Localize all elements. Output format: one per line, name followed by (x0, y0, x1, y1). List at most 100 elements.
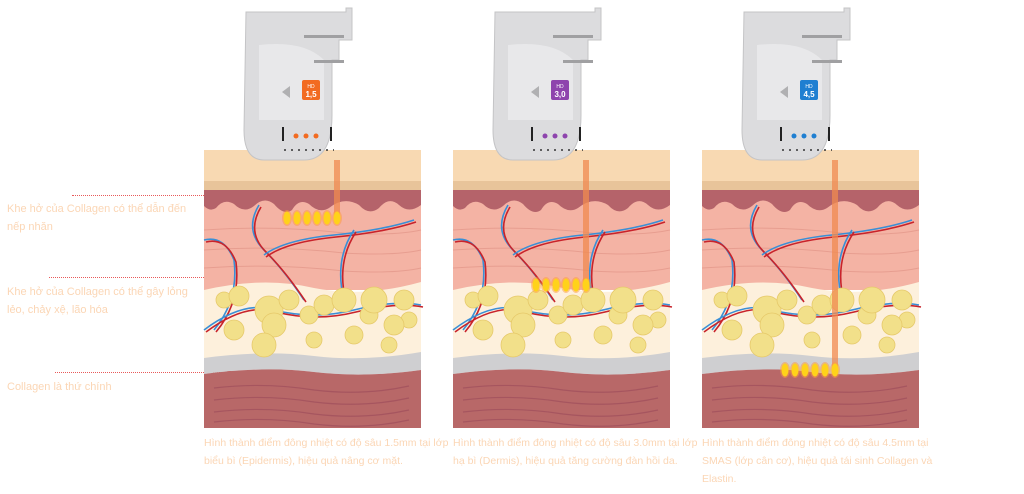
fat-globule (331, 287, 357, 313)
collagen-fibre (203, 227, 422, 235)
ultrasound-beam (334, 160, 340, 218)
collagen-fibre (203, 247, 422, 255)
tick-mark (780, 127, 782, 141)
cartridge-groove (314, 60, 344, 63)
thermal-coagulation-point (532, 278, 540, 292)
fat-globule (593, 325, 613, 345)
depth-badge-value: 1,5 (305, 90, 317, 99)
epidermis-layer (204, 190, 421, 212)
thermal-coagulation-point (582, 278, 590, 292)
depth-badge (302, 80, 320, 100)
artery (265, 221, 417, 258)
fat-globule (878, 336, 896, 354)
fat-globule (642, 289, 664, 311)
cartridge-groove (563, 60, 593, 63)
fat-globule (609, 286, 637, 314)
thermal-coagulation-point (801, 363, 809, 377)
annotation-wrinkles: Khe hở của Collagen có thể dẫn đến nếp n… (7, 203, 187, 233)
fat-globule (278, 289, 300, 311)
indicator-dot (313, 133, 319, 139)
tick-mark (330, 127, 332, 141)
fat-globule (811, 294, 833, 316)
epidermis-layer (702, 190, 919, 212)
fascia-layer (453, 352, 670, 375)
fat-globule (632, 314, 654, 336)
vein (203, 238, 236, 331)
annotation-collagen: Collagen là thứ chính (7, 381, 112, 393)
fascia-layer (702, 352, 919, 375)
fat-globule (500, 332, 526, 358)
tick-mark (828, 127, 830, 141)
artery (751, 206, 805, 303)
fascia-layer (204, 352, 421, 375)
ultrasound-cartridge: HD4,5 (741, 7, 851, 161)
skin-diagram: HD4,5 (701, 7, 922, 428)
thermal-coagulation-point (562, 278, 570, 292)
ultrasound-cartridge: HD1,5 (243, 7, 353, 161)
fat-globule (881, 314, 903, 336)
collagen-fibre (203, 265, 422, 273)
fat-globule (261, 312, 287, 338)
fat-globule (299, 305, 319, 325)
fat-globule (759, 312, 785, 338)
fat-globule (251, 332, 277, 358)
ultrasound-beam (832, 160, 838, 370)
muscle-layer (702, 369, 919, 428)
muscle-fibre (213, 418, 410, 427)
muscle-layer (204, 369, 421, 428)
indicator-dot (791, 133, 797, 139)
fat-globule (380, 336, 398, 354)
thermal-coagulation-point (572, 278, 580, 292)
depth-badge-value: 3,0 (554, 90, 566, 99)
depth-badge (800, 80, 818, 100)
fat-globule (305, 331, 323, 349)
fat-globule (477, 285, 499, 307)
thermal-coagulation-point (303, 211, 311, 225)
panel-caption: Hình thành điểm đông nhiệt có độ sâu 3.0… (453, 437, 698, 467)
indicator-dot (293, 133, 299, 139)
fat-globule (562, 294, 584, 316)
panel-caption: Hình thành điểm đông nhiệt có độ sâu 1.5… (204, 437, 449, 467)
cartridge-groove (553, 35, 593, 38)
fat-globule (554, 331, 572, 349)
fat-globule (313, 294, 335, 316)
tick-mark (282, 127, 284, 141)
fat-globule (223, 319, 245, 341)
fat-globule (548, 305, 568, 325)
fat-globule (797, 305, 817, 325)
thermal-coagulation-point (821, 363, 829, 377)
fat-globule (360, 286, 388, 314)
arrow-icon (282, 86, 290, 98)
indicator-dot (801, 133, 807, 139)
muscle-fibre (462, 384, 659, 393)
thermal-coagulation-point (323, 211, 331, 225)
depth-badge-label: HD (805, 84, 813, 90)
annotation-guide-3 (55, 372, 228, 373)
depth-badge (551, 80, 569, 100)
fat-globule (472, 319, 494, 341)
fat-globule (580, 287, 606, 313)
vein (452, 238, 485, 331)
vein (263, 219, 415, 256)
muscle-fibre (462, 396, 659, 405)
tick-mark (531, 127, 533, 141)
fat-globule (510, 312, 536, 338)
fat-globule (721, 319, 743, 341)
epidermis-layer (453, 190, 670, 212)
thermal-coagulation-point (552, 278, 560, 292)
muscle-fibre (711, 384, 908, 393)
fat-globule (344, 325, 364, 345)
thermal-coagulation-point (831, 363, 839, 377)
indicator-dot (303, 133, 309, 139)
fat-globule (891, 289, 913, 311)
artery (253, 206, 307, 303)
arrow-icon (531, 86, 539, 98)
thermal-coagulation-point (333, 211, 341, 225)
fat-globule (858, 286, 886, 314)
skin-diagram: HD1,5 (203, 7, 424, 428)
cartridge-panel (259, 44, 324, 120)
indicator-dot (542, 133, 548, 139)
ultrasound-beam (583, 160, 589, 285)
